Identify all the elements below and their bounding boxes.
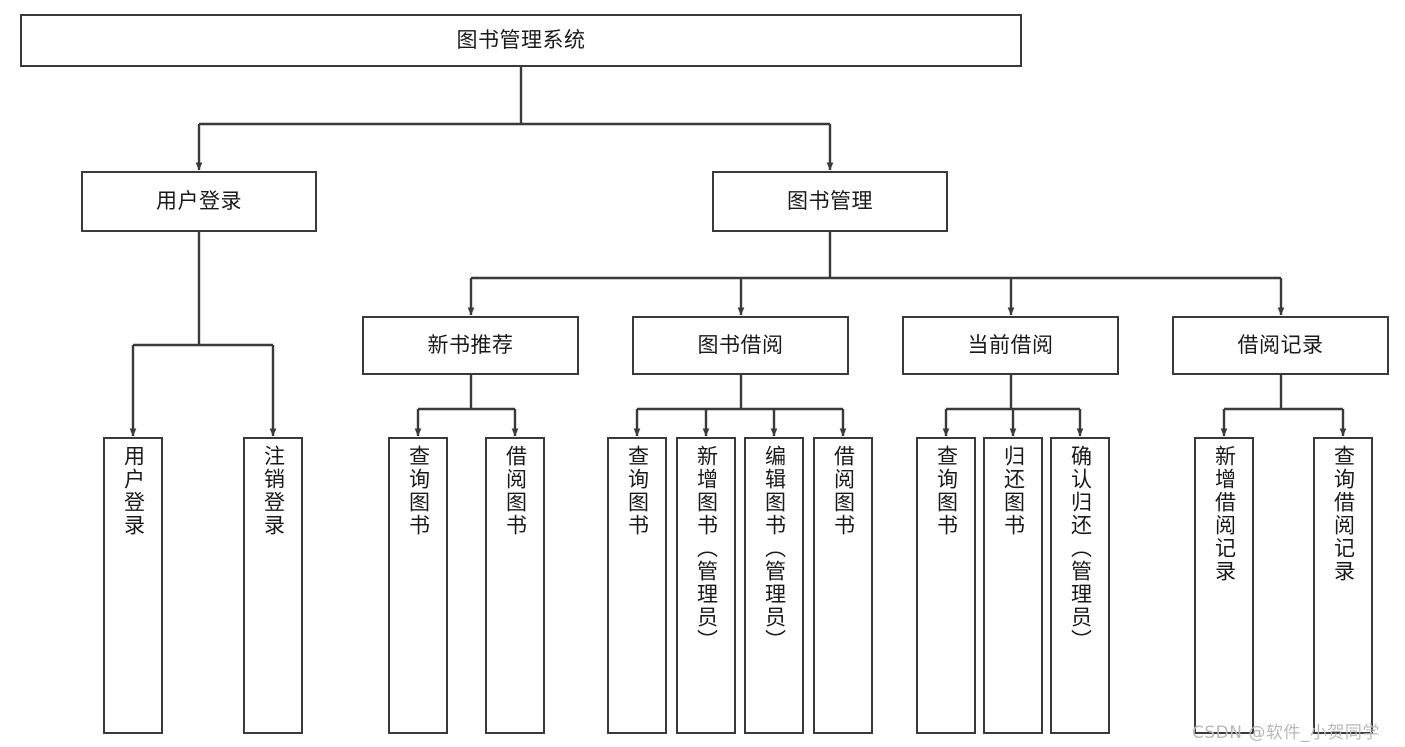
node-label: 归还图书 — [1001, 445, 1026, 537]
node-leaf-logout[interactable]: 注销登录 — [243, 437, 303, 734]
node-label: 用户登录 — [156, 189, 242, 214]
node-leaf-return-book[interactable]: 归还图书 — [983, 437, 1043, 734]
node-leaf-borrow-book-1[interactable]: 借阅图书 — [485, 437, 545, 734]
node-book-manage[interactable]: 图书管理 — [712, 171, 948, 232]
node-label: 查询借阅记录 — [1331, 445, 1356, 583]
node-leaf-add-record[interactable]: 新增借阅记录 — [1194, 437, 1254, 734]
node-leaf-query-book-1[interactable]: 查询图书 — [388, 437, 448, 734]
node-user-login[interactable]: 用户登录 — [81, 171, 317, 232]
node-leaf-query-book-2[interactable]: 查询图书 — [607, 437, 667, 734]
node-label: 借阅记录 — [1237, 333, 1324, 358]
node-current-borrow[interactable]: 当前借阅 — [902, 316, 1119, 375]
node-label: 新书推荐 — [427, 333, 514, 358]
node-label: 查询图书 — [934, 445, 959, 537]
node-label: 图书借阅 — [697, 333, 784, 358]
node-new-book-recommend[interactable]: 新书推荐 — [362, 316, 579, 375]
node-label: 新增借阅记录 — [1212, 445, 1237, 583]
node-label: 当前借阅 — [967, 333, 1054, 358]
node-borrow-record[interactable]: 借阅记录 — [1172, 316, 1389, 375]
node-label: 用户登录 — [121, 445, 146, 537]
node-leaf-user-login[interactable]: 用户登录 — [103, 437, 163, 734]
node-leaf-query-record[interactable]: 查询借阅记录 — [1313, 437, 1373, 734]
node-label: 新增图书（管理员） — [694, 445, 719, 652]
node-leaf-query-book-3[interactable]: 查询图书 — [916, 437, 976, 734]
node-label: 借阅图书 — [831, 445, 856, 537]
node-label: 注销登录 — [261, 445, 286, 537]
node-label: 确认归还（管理员） — [1068, 445, 1093, 652]
node-root[interactable]: 图书管理系统 — [20, 14, 1022, 67]
node-leaf-edit-book[interactable]: 编辑图书（管理员） — [744, 437, 804, 734]
node-leaf-confirm-return[interactable]: 确认归还（管理员） — [1050, 437, 1110, 734]
node-leaf-add-book[interactable]: 新增图书（管理员） — [676, 437, 736, 734]
node-book-borrow[interactable]: 图书借阅 — [632, 316, 849, 375]
node-label: 编辑图书（管理员） — [762, 445, 787, 652]
node-label: 借阅图书 — [503, 445, 528, 537]
watermark: CSDN @软件_小贺同学 — [1192, 723, 1380, 743]
edge-group — [129, 67, 1347, 437]
node-label: 图书管理系统 — [456, 28, 586, 53]
node-label: 查询图书 — [625, 445, 650, 537]
node-leaf-borrow-book-2[interactable]: 借阅图书 — [813, 437, 873, 734]
node-label: 查询图书 — [406, 445, 431, 537]
node-label: 图书管理 — [787, 189, 873, 214]
